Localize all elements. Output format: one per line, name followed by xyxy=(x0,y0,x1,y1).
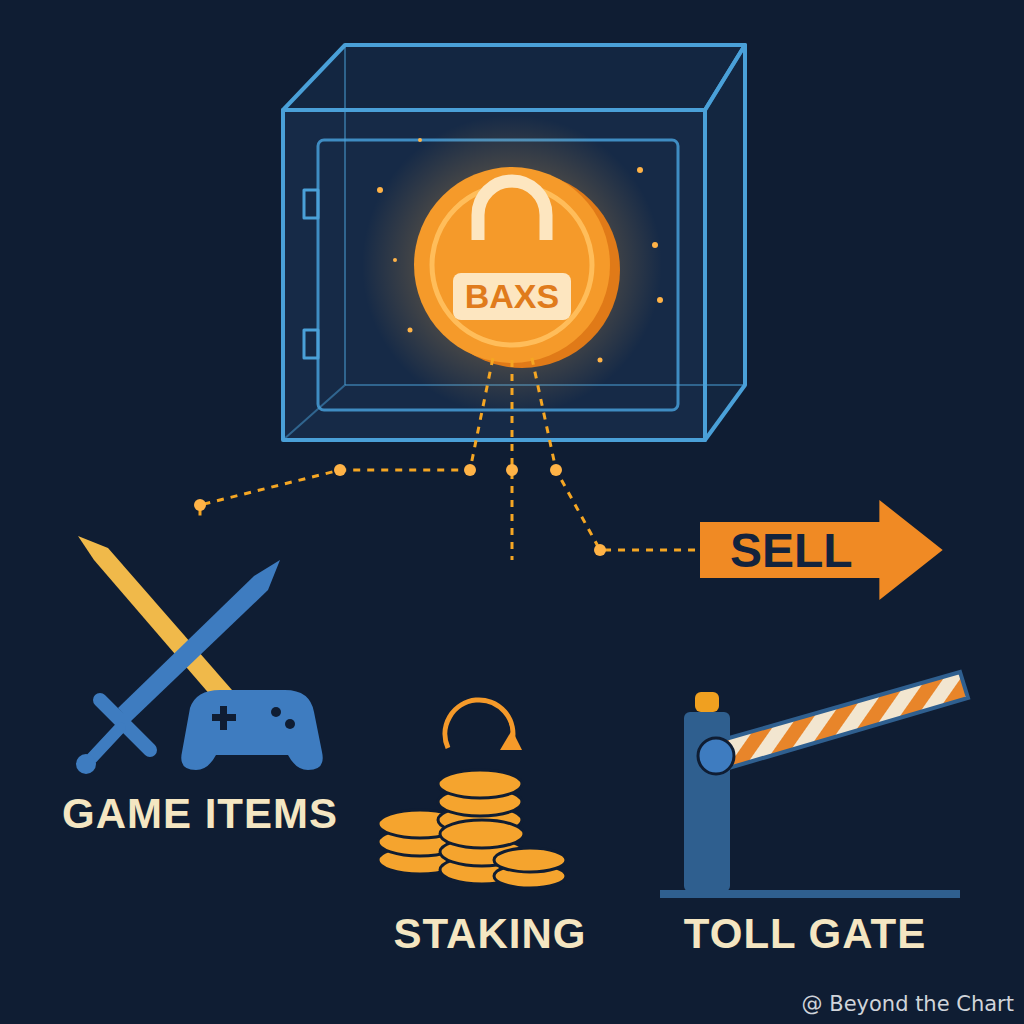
staking-group: STAKING xyxy=(360,560,620,960)
node-label: TOLL GATE xyxy=(678,908,932,960)
coin xyxy=(414,167,620,368)
safe-box xyxy=(283,45,745,440)
watermark: @ Beyond the Chart xyxy=(802,992,1014,1016)
node-label: SELL xyxy=(700,523,853,578)
dotted-connector xyxy=(506,360,518,560)
node-label: GAME ITEMS xyxy=(56,788,344,840)
toll-gate xyxy=(660,672,968,898)
dotted-connector xyxy=(194,358,493,520)
sell-arrow: SELL xyxy=(700,500,943,600)
coin-stacks xyxy=(378,700,566,888)
controller-icon xyxy=(181,690,322,770)
coin-node: BAXS xyxy=(417,170,607,360)
game-items-group: GAME ITEMS xyxy=(40,520,360,840)
sparkles xyxy=(377,138,663,363)
dotted-connector xyxy=(532,358,700,556)
node-label: STAKING xyxy=(388,908,593,960)
node-label: BAXS xyxy=(453,273,571,320)
toll-gate-group: TOLL GATE xyxy=(630,650,980,960)
